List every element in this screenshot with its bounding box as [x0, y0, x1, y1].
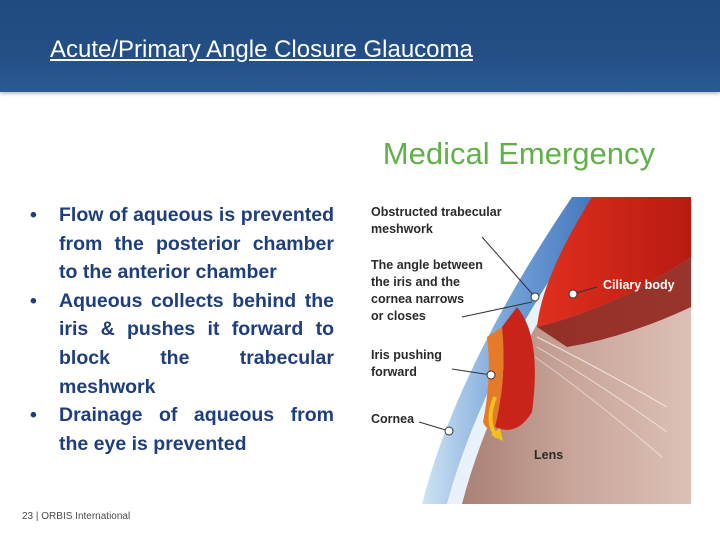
- label-ciliary-body: Ciliary body: [603, 278, 675, 292]
- footer-text: 23 | ORBIS International: [22, 511, 131, 522]
- bullet-item: •Drainage of aqueous from the eye is pre…: [28, 401, 334, 458]
- label-lens: Lens: [534, 448, 564, 462]
- bullet-item: •Aqueous collects behind the iris & push…: [28, 287, 334, 401]
- label-angle-narrows: The angle between the iris and the corne…: [371, 258, 483, 323]
- label-iris-pushing: Iris pushing forward: [371, 348, 442, 379]
- bullet-dot-icon: •: [30, 289, 37, 312]
- bullet-item: •Flow of aqueous is prevented from the p…: [28, 201, 334, 287]
- label-obstructed-meshwork: Obstructed trabecular meshwork: [371, 205, 502, 236]
- slide-title: Acute/Primary Angle Closure Glaucoma: [50, 36, 473, 63]
- bullet-dot-icon: •: [30, 404, 37, 427]
- eye-anatomy-figure: Obstructed trabecular meshwork The angle…: [367, 197, 691, 504]
- bullet-dot-icon: •: [30, 204, 37, 226]
- bullet-list: •Flow of aqueous is prevented from the p…: [28, 201, 334, 458]
- slide-subtitle: Medical Emergency: [382, 136, 655, 171]
- title-bar: [0, 0, 720, 92]
- eye-anatomy-illustration: [367, 197, 691, 504]
- label-cornea: Cornea: [371, 412, 415, 426]
